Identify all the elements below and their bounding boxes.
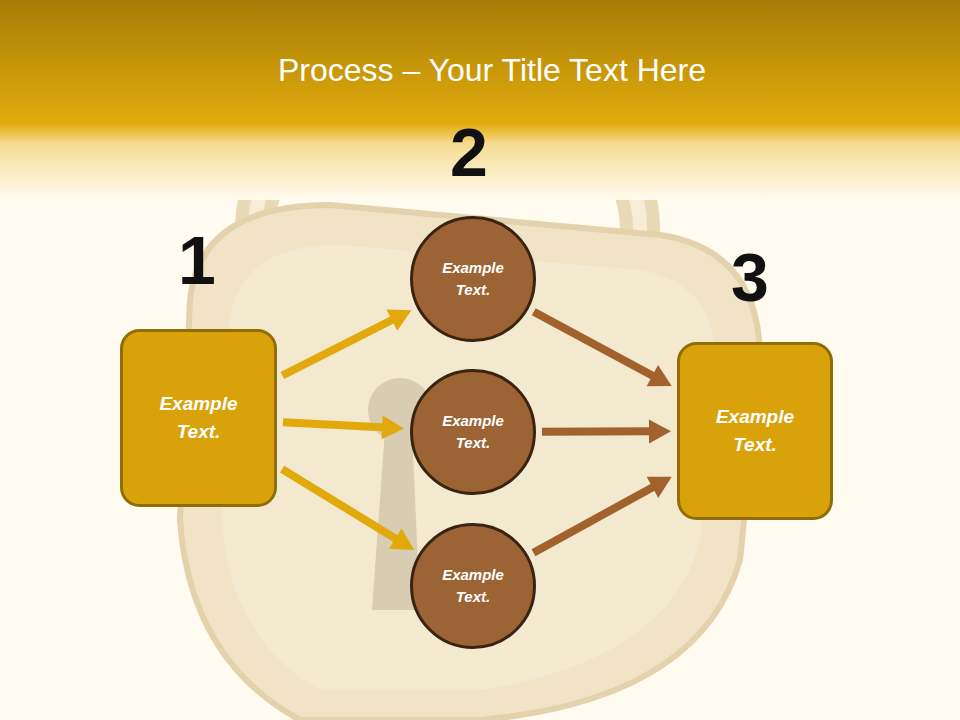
flow-arrow (282, 309, 411, 375)
arrow-shaft (282, 469, 399, 540)
arrow-shaft (282, 318, 395, 375)
callout-number: 3 (731, 243, 769, 311)
node-text: Example Text. (149, 390, 249, 447)
node-label: Example Text. (435, 410, 511, 455)
arrow-head (382, 415, 405, 439)
process-circle: Example Text. (410, 369, 536, 495)
arrow-head (647, 477, 672, 498)
arrow-shaft (533, 485, 655, 552)
flow-arrow (283, 415, 404, 439)
arrow-head (649, 419, 671, 443)
box-outline (677, 342, 833, 520)
process-circle: Example Text. (410, 216, 536, 342)
node-text: Example Text. (705, 403, 805, 460)
node-label: Example Text. (435, 257, 511, 302)
circle-outline (410, 369, 536, 495)
node-text: Example Text. (435, 257, 511, 302)
node-label: Example Text. (705, 403, 805, 460)
arrow-head (389, 528, 414, 550)
process-circle: Example Text. (410, 523, 536, 649)
circle-outline (410, 523, 536, 649)
callout-number: 2 (450, 118, 488, 186)
node-label: Example Text. (435, 564, 511, 609)
node-text: Example Text. (435, 564, 511, 609)
arrow-shaft (534, 312, 656, 378)
flow-arrow (542, 419, 671, 443)
header-band (0, 0, 960, 200)
circle-outline (410, 216, 536, 342)
arrow-shaft (542, 427, 653, 435)
flow-arrow (282, 469, 414, 550)
node-text: Example Text. (435, 410, 511, 455)
box-outline (120, 329, 277, 507)
arrow-shaft (283, 422, 386, 427)
flow-arrow (534, 312, 672, 386)
flow-arrow (533, 477, 671, 553)
slide-title: Process – Your Title Text Here (0, 52, 960, 89)
callout-number: 1 (178, 226, 216, 294)
arrow-head (647, 365, 672, 386)
arrow-head (386, 309, 411, 330)
process-box: Example Text. (120, 329, 277, 507)
process-box: Example Text. (677, 342, 833, 520)
node-label: Example Text. (149, 390, 249, 447)
